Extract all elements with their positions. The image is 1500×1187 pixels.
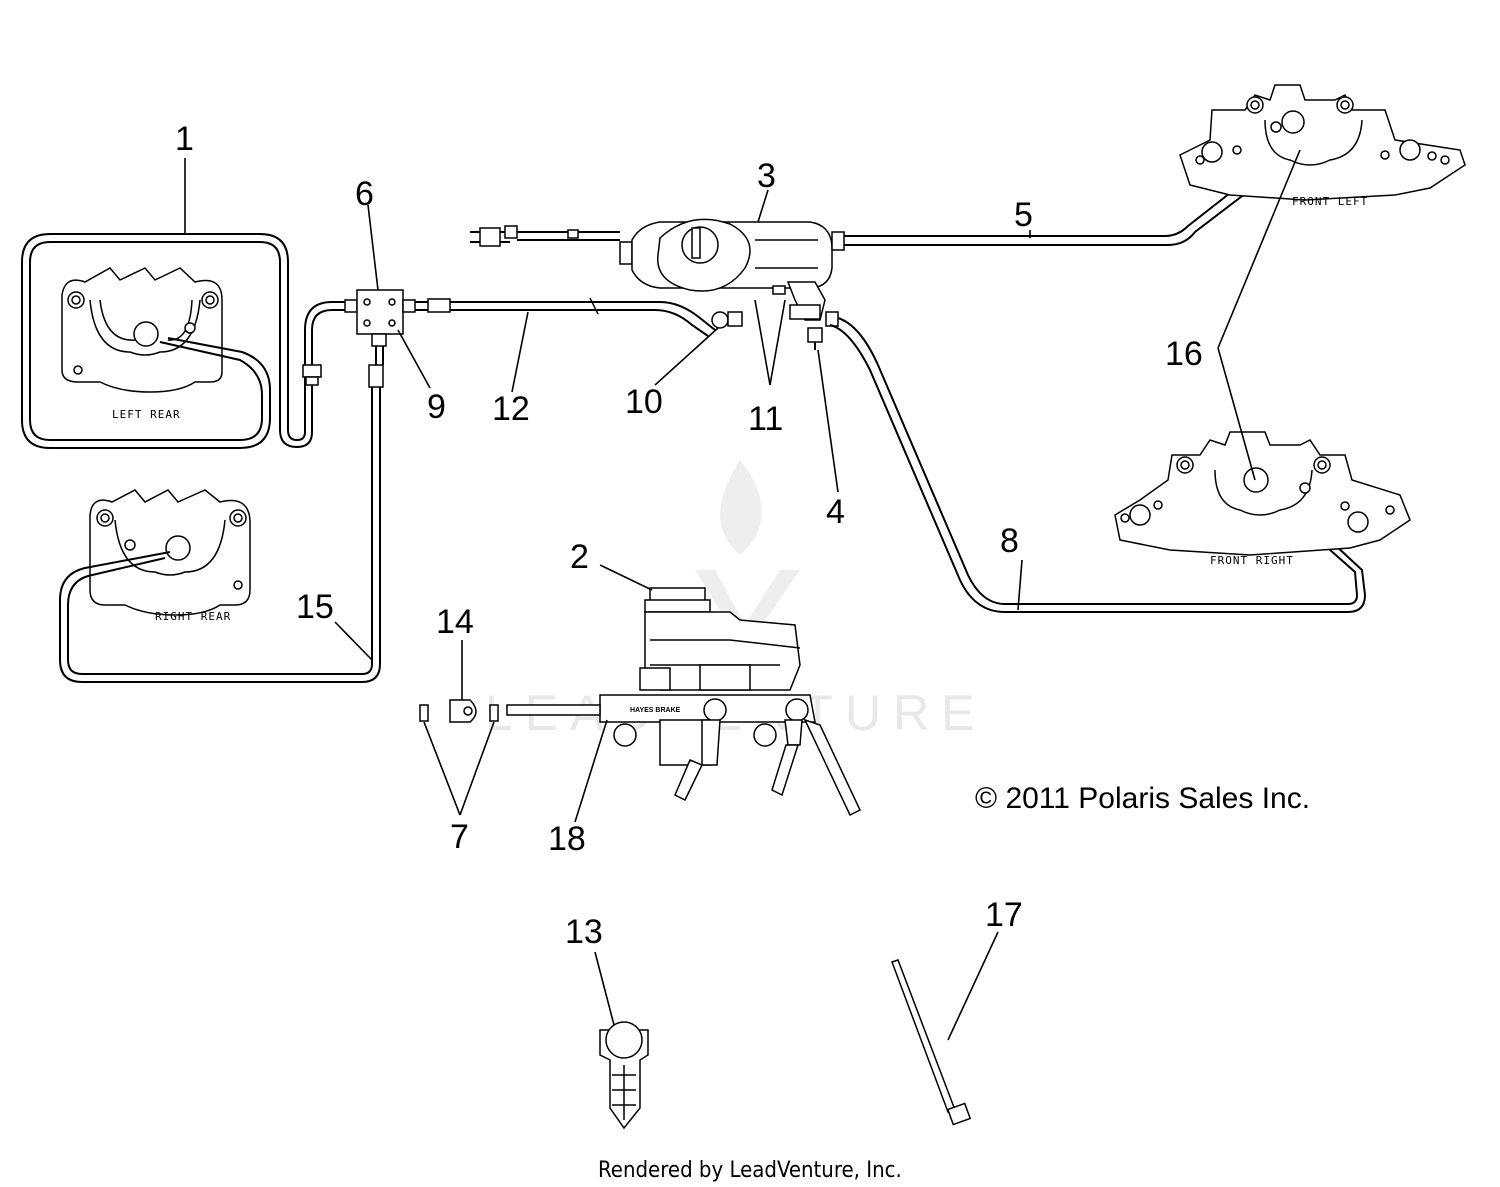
callout-5: 5 xyxy=(1014,196,1033,234)
callout-4: 4 xyxy=(826,493,845,531)
master-cylinder-brand: HAYES BRAKE xyxy=(630,707,681,714)
copyright-notice: © 2011 Polaris Sales Inc. xyxy=(975,782,1310,815)
label-front-right: FRONT RIGHT xyxy=(1210,554,1294,567)
footer-credit: Rendered by LeadVenture, Inc. xyxy=(598,1158,902,1183)
front-right-caliper: FRONT RIGHT xyxy=(1114,431,1411,567)
callout-13: 13 xyxy=(565,913,603,951)
callout-15: 15 xyxy=(296,588,334,626)
brake-line-8 xyxy=(829,324,1367,613)
left-rear-caliper: LEFT REAR xyxy=(21,233,322,449)
grommet-13 xyxy=(599,1021,649,1130)
label-left-rear: LEFT REAR xyxy=(112,408,181,421)
clevis-and-pins xyxy=(419,699,499,723)
front-left-caliper: FRONT LEFT xyxy=(1179,84,1466,208)
callout-18: 18 xyxy=(548,820,586,858)
callout-2: 2 xyxy=(570,538,589,576)
callout-8: 8 xyxy=(1000,522,1019,560)
callouts: 1 6 3 5 16 9 12 10 11 4 8 2 15 14 7 18 1… xyxy=(175,120,1203,951)
callout-7: 7 xyxy=(450,818,469,856)
callout-6: 6 xyxy=(355,175,374,213)
callout-9: 9 xyxy=(427,388,446,426)
callout-1: 1 xyxy=(175,120,194,158)
right-rear-caliper: RIGHT REAR xyxy=(59,364,384,683)
tee-valve xyxy=(470,218,845,350)
callout-16: 16 xyxy=(1165,335,1203,373)
brake-line-5 xyxy=(844,149,1286,237)
callout-3: 3 xyxy=(757,157,776,195)
callout-10: 10 xyxy=(625,383,663,421)
cable-tie-17 xyxy=(891,959,972,1126)
callout-11: 11 xyxy=(748,400,783,438)
leader-lines xyxy=(184,149,1301,1041)
junction-block xyxy=(304,289,716,365)
callout-17: 17 xyxy=(985,896,1023,934)
master-cylinder: HAYES BRAKE xyxy=(506,587,861,817)
label-right-rear: RIGHT REAR xyxy=(155,610,231,623)
callout-14: 14 xyxy=(436,603,474,641)
callout-12: 12 xyxy=(492,390,530,428)
label-front-left: FRONT LEFT xyxy=(1292,195,1368,208)
